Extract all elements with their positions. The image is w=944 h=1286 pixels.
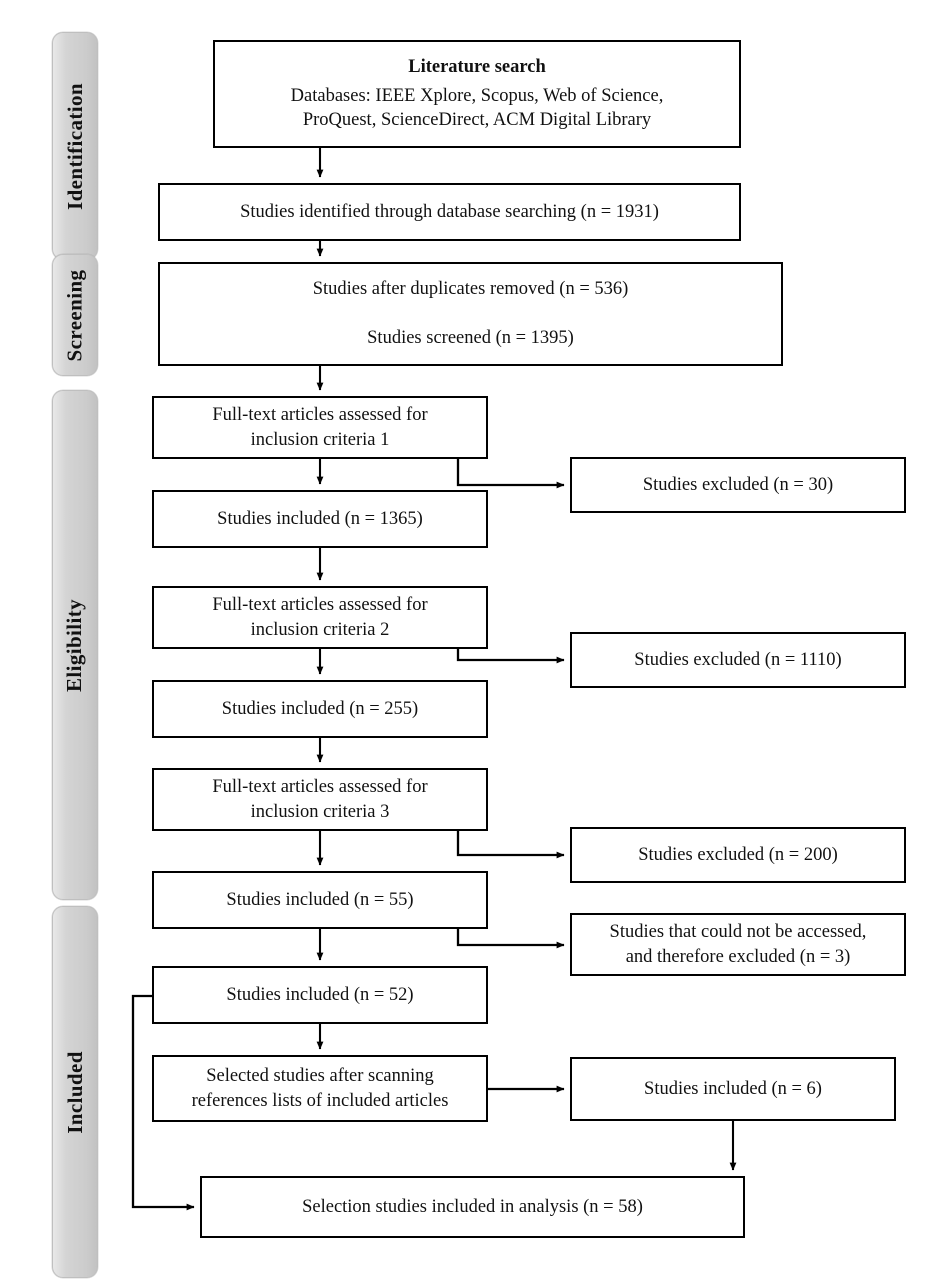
flow-box-line: inclusion criteria 3 bbox=[250, 801, 390, 822]
flow-box-duplicates-and-screened: Studies after duplicates removed (n = 53… bbox=[158, 262, 783, 366]
flow-box-content: Full-text articles assessed for inclusion… bbox=[162, 403, 478, 453]
connector-criteria3-to-excluded bbox=[456, 831, 565, 859]
flow-box-excluded-30: Studies excluded (n = 30) bbox=[570, 457, 906, 513]
flow-box-line: Databases: IEEE Xplore, Scopus, Web of S… bbox=[290, 85, 664, 106]
flow-box-included-1365: Studies included (n = 1365) bbox=[152, 490, 488, 548]
flow-box-line: Full-text articles assessed for bbox=[212, 594, 428, 615]
stage-tab-included: Included bbox=[52, 906, 98, 1278]
flow-box-included-255: Studies included (n = 255) bbox=[152, 680, 488, 738]
stage-tab-screening: Screening bbox=[52, 254, 98, 376]
flow-box-line: and therefore excluded (n = 3) bbox=[625, 946, 851, 967]
flow-box-content: Studies excluded (n = 200) bbox=[580, 843, 896, 868]
flow-box-selection-in-analysis: Selection studies included in analysis (… bbox=[200, 1176, 745, 1238]
stage-tab-label: Screening bbox=[62, 269, 87, 361]
flow-box-line: Studies excluded (n = 200) bbox=[638, 844, 838, 865]
flow-box-title: Literature search bbox=[408, 56, 546, 77]
flow-box-line: Full-text articles assessed for bbox=[212, 404, 428, 425]
flow-box-line: references lists of included articles bbox=[191, 1090, 449, 1111]
flow-box-content: Studies excluded (n = 1110) bbox=[580, 648, 896, 673]
flow-box-content: Studies included (n = 52) bbox=[162, 983, 478, 1008]
flow-box-content: Studies included (n = 1365) bbox=[162, 507, 478, 532]
stage-tab-eligibility: Eligibility bbox=[52, 390, 98, 900]
flow-box-content: Studies included (n = 55) bbox=[162, 888, 478, 913]
connector-criteria1-to-excluded bbox=[456, 459, 565, 489]
flow-box-content: Full-text articles assessed for inclusion… bbox=[162, 775, 478, 825]
flow-box-not-accessed-3: Studies that could not be accessed, and t… bbox=[570, 913, 906, 976]
flow-box-line: Studies included (n = 52) bbox=[226, 984, 414, 1005]
flow-box-content: Studies that could not be accessed, and t… bbox=[580, 920, 896, 970]
stage-tab-label: Included bbox=[62, 1050, 87, 1134]
flow-box-line: Studies included (n = 1365) bbox=[217, 508, 423, 529]
flow-box-content: Studies included (n = 6) bbox=[580, 1077, 886, 1102]
flow-box-line: Selected studies after scanning bbox=[206, 1065, 434, 1086]
flow-box-fulltext-criteria-2: Full-text articles assessed for inclusion… bbox=[152, 586, 488, 649]
flow-box-included-6: Studies included (n = 6) bbox=[570, 1057, 896, 1121]
flow-box-spacer bbox=[168, 302, 773, 326]
flow-box-line: Studies included (n = 6) bbox=[644, 1078, 822, 1099]
flow-box-line: Studies screened (n = 1395) bbox=[367, 328, 574, 348]
flow-box-content: Studies included (n = 255) bbox=[162, 697, 478, 722]
flow-box-content: Studies identified through database sear… bbox=[168, 200, 731, 225]
flow-box-line: inclusion criteria 2 bbox=[250, 619, 390, 640]
connector-included55-to-notacc bbox=[456, 929, 565, 949]
flow-box-content: Full-text articles assessed for inclusion… bbox=[162, 593, 478, 643]
flow-box-content: Studies excluded (n = 30) bbox=[580, 473, 896, 498]
flow-box-line: Studies included (n = 255) bbox=[221, 698, 419, 719]
flow-box-fulltext-criteria-3: Full-text articles assessed for inclusion… bbox=[152, 768, 488, 831]
flow-box-line: ProQuest, ScienceDirect, ACM Digital Lib… bbox=[302, 110, 652, 131]
flow-box-line: Full-text articles assessed for bbox=[212, 776, 428, 797]
stage-tab-identification: Identification bbox=[52, 32, 98, 260]
flow-box-line: Studies identified through database sear… bbox=[240, 201, 659, 222]
flow-box-line: Studies excluded (n = 30) bbox=[642, 474, 834, 495]
flow-box-fulltext-criteria-1: Full-text articles assessed for inclusion… bbox=[152, 396, 488, 459]
flow-box-line: Studies excluded (n = 1110) bbox=[634, 649, 842, 670]
flow-box-line: Studies after duplicates removed (n = 53… bbox=[312, 279, 629, 300]
flow-box-content: Selected studies after scanning reference… bbox=[162, 1064, 478, 1114]
flow-box-excluded-1110: Studies excluded (n = 1110) bbox=[570, 632, 906, 688]
stage-tab-label: Eligibility bbox=[62, 598, 87, 692]
flow-box-included-52: Studies included (n = 52) bbox=[152, 966, 488, 1024]
flow-box-content: Selection studies included in analysis (… bbox=[210, 1195, 735, 1220]
flow-box-selected-after-scanning: Selected studies after scanning reference… bbox=[152, 1055, 488, 1122]
flow-box-line: Selection studies included in analysis (… bbox=[302, 1196, 643, 1217]
flow-box-line: Studies included (n = 55) bbox=[226, 889, 414, 910]
flow-box-studies-identified: Studies identified through database sear… bbox=[158, 183, 741, 241]
flow-box-excluded-200: Studies excluded (n = 200) bbox=[570, 827, 906, 883]
flow-box-line: Studies that could not be accessed, bbox=[609, 921, 867, 942]
flow-box-line: inclusion criteria 1 bbox=[250, 429, 390, 450]
flow-box-included-55: Studies included (n = 55) bbox=[152, 871, 488, 929]
flow-box-content: Studies after duplicates removed (n = 53… bbox=[168, 277, 773, 351]
connector-criteria2-to-excluded bbox=[456, 649, 565, 664]
stage-tab-label: Identification bbox=[62, 82, 87, 210]
